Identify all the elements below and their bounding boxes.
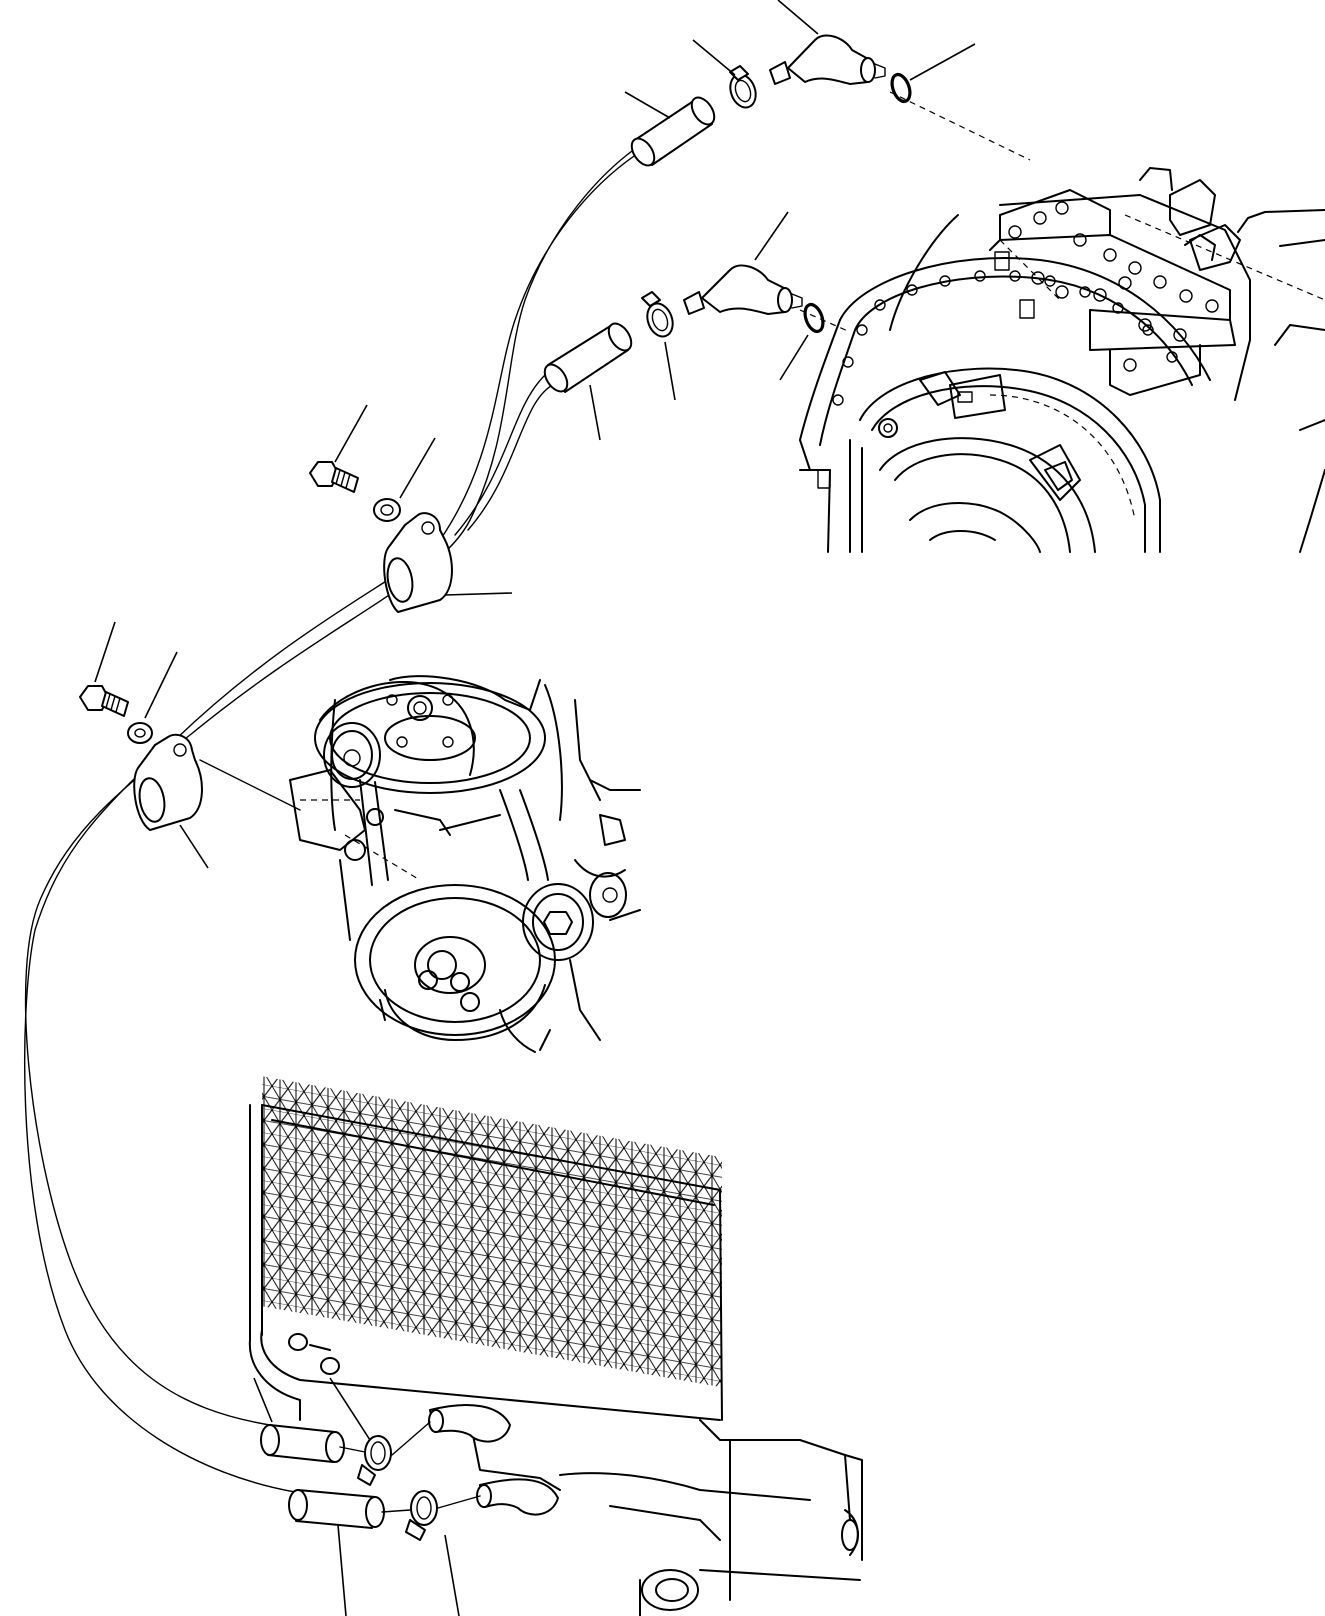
engine-front-assembly: [289, 675, 641, 1053]
callout-leaders: [94, 0, 976, 1616]
bolt-upper: [309, 461, 359, 493]
hose-clip-upper: [383, 512, 453, 613]
washer-upper: [373, 498, 401, 522]
hose-sleeve-lower-a: [260, 1424, 345, 1463]
hose-clamp-upper: [729, 65, 757, 109]
elbow-fitting-middle: [683, 264, 803, 315]
bell-housing-bolts: [832, 270, 1178, 406]
hose-clamp-lower-a: [357, 1435, 392, 1486]
hose-clip-lower: [133, 733, 203, 831]
hose-clamp-middle: [641, 291, 674, 338]
transmission-assembly: [799, 167, 1325, 553]
radiator-assembly: [248, 1076, 863, 1616]
elbow-fitting-upper: [769, 34, 886, 85]
control-valve: [989, 167, 1325, 396]
hose-sleeve-upper: [630, 96, 716, 167]
washer-lower: [127, 722, 153, 744]
o-ring-middle: [803, 302, 825, 334]
bolt-lower: [79, 685, 129, 717]
hose-sleeve-lower-b: [288, 1489, 385, 1529]
hose-sleeve-middle: [543, 322, 633, 393]
hose-clamp-lower-b: [405, 1490, 438, 1541]
o-ring-upper: [890, 72, 912, 104]
